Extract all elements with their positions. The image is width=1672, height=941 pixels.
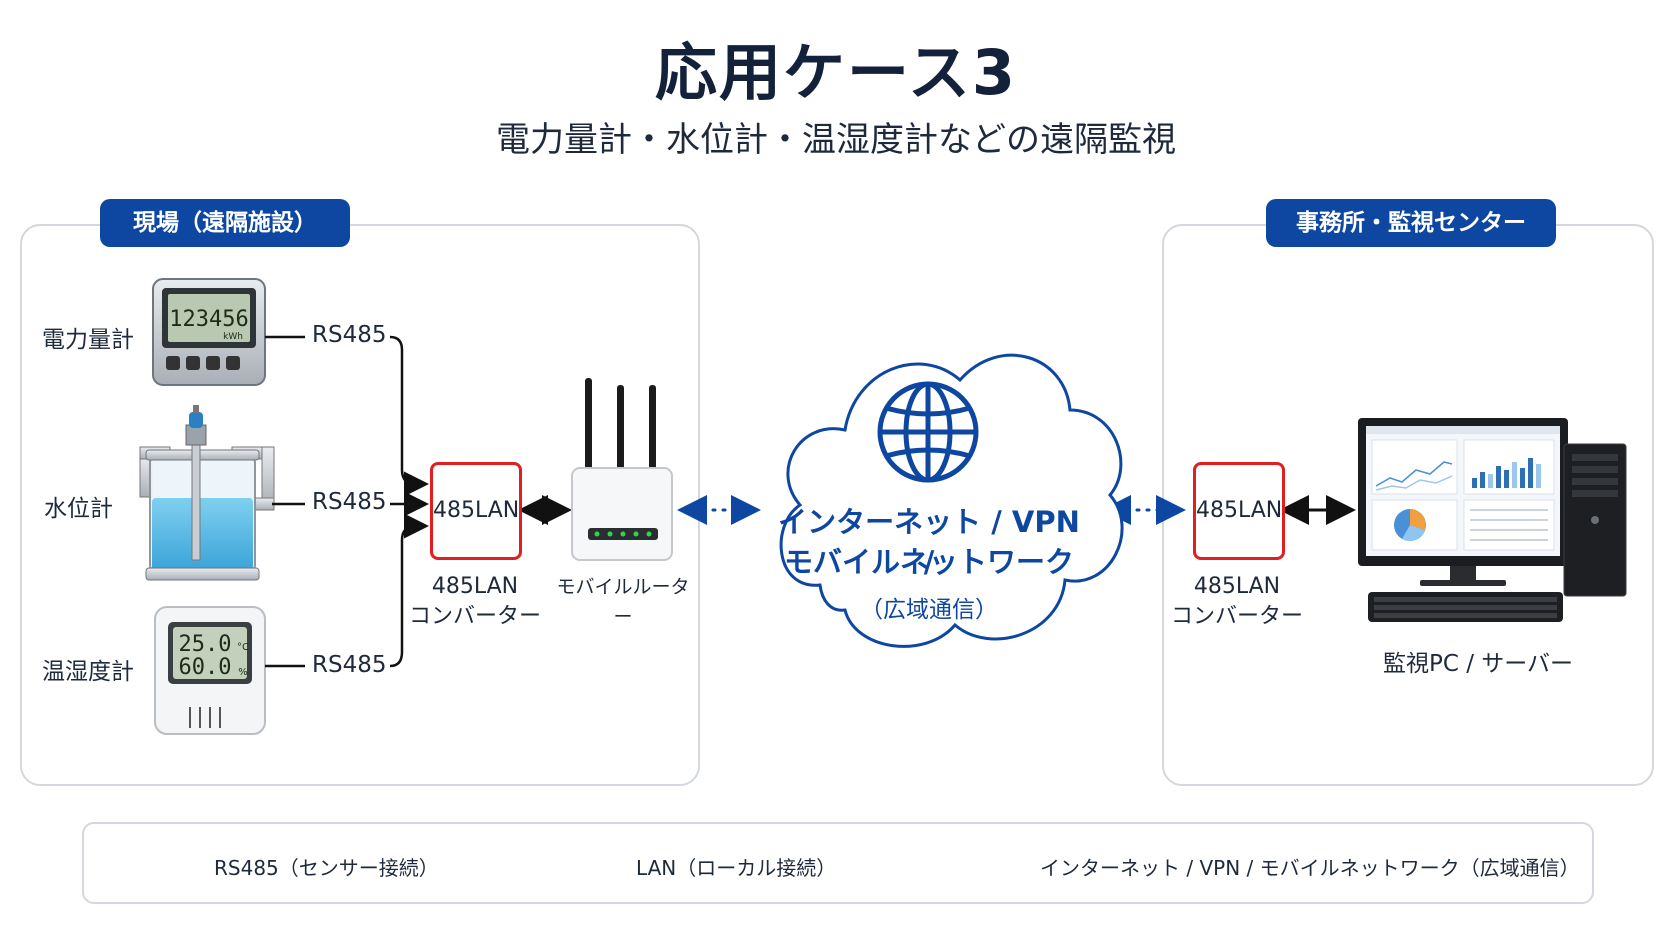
cloud-line2: モバイルネットワーク [783,545,1074,579]
device-label-water-level: 水位計 [44,496,113,522]
converter-caption-site-line1: 485LAN [431,574,519,599]
temp-display: 25.0 [179,632,232,657]
rs485-label-2: RS485 [312,489,387,515]
device-label-thermo-hygrometer: 温湿度計 [42,659,134,685]
router-caption: モバイルルーター [556,576,690,628]
monitor-icon [1358,418,1568,586]
rs485-label-3: RS485 [312,652,387,678]
cloud-icon [779,353,1124,648]
page-subtitle: 電力量計・水位計・温湿度計などの遠隔監視 [496,120,1176,160]
router-icon [571,378,673,561]
globe-icon [877,381,979,483]
converter-caption-office: 485LAN コンバーター [1162,572,1312,632]
temp-unit: °C [237,642,249,653]
water-level-icon [139,405,275,581]
power-meter-display: 123456 [169,307,248,332]
converter-caption-office-line1: 485LAN [1193,574,1281,599]
rs485-label-1: RS485 [312,322,387,348]
hum-display: 60.0 [179,655,232,680]
power-meter-icon [152,278,266,386]
legend-item-lan: LAN（ローカル接続） [636,856,837,880]
rs485-lines [265,335,429,668]
keyboard-icon [1368,592,1563,622]
office-panel-label: 事務所・監視センター [1266,199,1556,247]
converter-caption-site-line2: コンバーター [408,604,541,629]
converter-caption-office-line2: コンバーター [1170,604,1303,629]
page-title: 応用ケース3 [654,36,1018,109]
device-label-power-meter: 電力量計 [42,327,134,353]
power-meter-unit: kWh [223,332,243,342]
site-panel-label: 現場（遠隔施設） [100,199,350,247]
legend-item-rs485: RS485（センサー接続） [214,856,439,880]
legend [82,822,1594,904]
cloud-line1: インターネット / VPN / [778,505,1080,579]
cloud-line3: （広域通信） [860,597,998,623]
pc-tower-icon [1563,443,1627,597]
converter-box-site: 485LAN [430,462,522,560]
converter-box-office: 485LAN [1193,462,1285,560]
hum-unit: % [238,667,248,678]
converter-caption-site: 485LAN コンバーター [400,572,550,632]
legend-item-wan: インターネット / VPN / モバイルネットワーク（広域通信） [1040,856,1580,880]
thermo-hygrometer-icon [154,606,266,735]
pc-caption: 監視PC / サーバー [1382,651,1574,677]
